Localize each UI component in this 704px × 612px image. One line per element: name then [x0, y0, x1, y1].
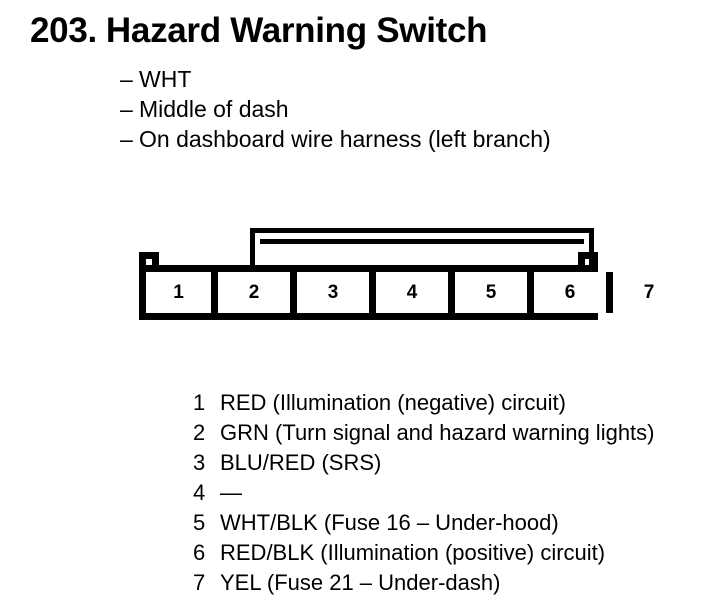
connector-notch-left: [139, 252, 159, 259]
attribute-row: – Middle of dash: [120, 94, 680, 124]
legend-row: 5 WHT/BLK (Fuse 16 – Under-hood): [193, 508, 693, 538]
connector-notch-right-riser: [578, 252, 585, 272]
page-title: 203.Hazard Warning Switch: [30, 11, 488, 50]
attribute-row: – WHT: [120, 64, 680, 94]
legend-row: 4 —: [193, 478, 693, 508]
connector-body-outline: 1 2 3 4 5 6 7: [139, 252, 685, 320]
pin-cell-4: 4: [369, 272, 448, 313]
legend-pin-number: 6: [193, 540, 206, 565]
connector-bottom-wall: [139, 313, 598, 320]
connector-notch-right: [578, 252, 598, 259]
legend-pin-description: —: [220, 480, 242, 505]
connector-diagram: 1 2 3 4 5 6 7: [139, 228, 685, 320]
connector-locking-tab: [250, 228, 594, 268]
legend-pin-description: RED (Illumination (negative) circuit): [220, 390, 566, 415]
legend-pin-number: 4: [193, 480, 206, 505]
pin-legend-list: 1 RED (Illumination (negative) circuit) …: [193, 388, 693, 598]
page-title-text: Hazard Warning Switch: [105, 11, 488, 50]
attribute-label: On dashboard wire harness (left branch): [139, 126, 551, 152]
legend-pin-description: YEL (Fuse 21 – Under-dash): [220, 570, 501, 595]
pin-cell-7: 7: [606, 272, 685, 313]
connector-tab-divider: [260, 239, 584, 244]
legend-row: 1 RED (Illumination (negative) circuit): [193, 388, 693, 418]
dash-bullet-icon: –: [120, 96, 133, 122]
legend-pin-number: 7: [193, 570, 206, 595]
legend-row: 2 GRN (Turn signal and hazard warning li…: [193, 418, 693, 448]
dash-bullet-icon: –: [120, 126, 133, 152]
connector-pin-row: 1 2 3 4 5 6 7: [146, 272, 685, 313]
legend-pin-number: 3: [193, 450, 206, 475]
legend-pin-number: 1: [193, 390, 206, 415]
legend-pin-number: 2: [193, 420, 206, 445]
pin-cell-6: 6: [527, 272, 606, 313]
dash-bullet-icon: –: [120, 66, 133, 92]
page-title-number: 203.: [30, 11, 97, 50]
legend-pin-description: BLU/RED (SRS): [220, 450, 382, 475]
legend-pin-description: GRN (Turn signal and hazard warning ligh…: [220, 420, 655, 445]
legend-row: 6 RED/BLK (Illumination (positive) circu…: [193, 538, 693, 568]
legend-pin-description: WHT/BLK (Fuse 16 – Under-hood): [220, 510, 559, 535]
connector-notch-left-riser: [152, 252, 159, 272]
legend-pin-number: 5: [193, 510, 206, 535]
pin-cell-5: 5: [448, 272, 527, 313]
pin-cell-3: 3: [290, 272, 369, 313]
attribute-list: – WHT – Middle of dash – On dashboard wi…: [120, 64, 680, 154]
attribute-label: Middle of dash: [139, 96, 289, 122]
connector-top-bar: [139, 265, 598, 272]
legend-row: 3 BLU/RED (SRS): [193, 448, 693, 478]
pin-cell-2: 2: [211, 272, 290, 313]
pin-cell-1: 1: [146, 272, 211, 313]
connector-left-wall: [139, 252, 146, 320]
legend-row: 7 YEL (Fuse 21 – Under-dash): [193, 568, 693, 598]
attribute-row: – On dashboard wire harness (left branch…: [120, 124, 680, 154]
attribute-label: WHT: [139, 66, 192, 92]
legend-pin-description: RED/BLK (Illumination (positive) circuit…: [220, 540, 606, 565]
